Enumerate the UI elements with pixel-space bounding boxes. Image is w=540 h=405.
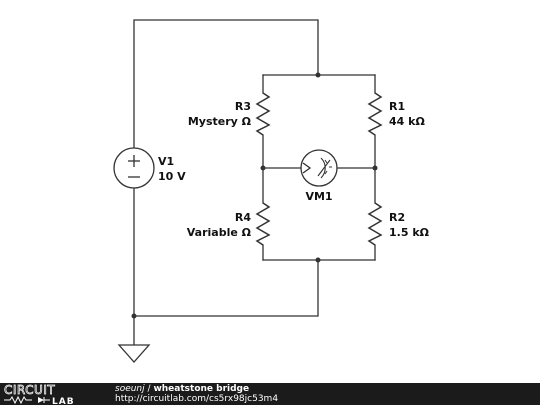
- wire-top-loop: [133, 19, 319, 149]
- circuit-url-link[interactable]: http://circuitlab.com/cs5rx98jc53m4: [115, 394, 279, 404]
- resistor-r2[interactable]: R2 1.5 kΩ: [367, 202, 430, 246]
- resistor-r4[interactable]: R4 Variable Ω: [187, 202, 271, 246]
- ground-icon: [117, 344, 151, 363]
- r2-value: 1.5 kΩ: [389, 226, 430, 239]
- byline-separator: /: [147, 384, 151, 394]
- resistor-r1[interactable]: R1 44 kΩ: [367, 92, 425, 136]
- resistor-icon: [255, 92, 271, 136]
- logo-text-circuit: CIRCUIT: [4, 383, 55, 397]
- voltmeter-icon: [300, 149, 338, 187]
- r2-designator: R2: [389, 211, 405, 224]
- logo-text-lab: LAB: [52, 397, 75, 405]
- r1-value: 44 kΩ: [389, 115, 425, 128]
- v1-value: 10 V: [158, 170, 186, 183]
- author-link[interactable]: soeunj: [115, 384, 145, 394]
- logo-resistor-icon: [4, 395, 32, 405]
- circuit-schematic: V1 10 V R3 Mystery Ω R1 44 kΩ R4 Variabl…: [113, 19, 430, 363]
- vm1-designator: VM1: [305, 190, 332, 203]
- r3-designator: R3: [235, 100, 251, 113]
- junction-dot: [315, 257, 321, 263]
- r4-designator: R4: [235, 211, 251, 224]
- logo-diode-icon: [38, 397, 44, 403]
- resistor-icon: [255, 202, 271, 246]
- voltmeter-tick-icon: [324, 170, 328, 175]
- junction-dot: [260, 165, 266, 171]
- junction-dot: [315, 72, 321, 78]
- voltage-source-icon: [113, 147, 155, 189]
- junction-dot: [372, 165, 378, 171]
- resistor-icon: [367, 92, 383, 136]
- r1-designator: R1: [389, 100, 405, 113]
- voltage-source-v1[interactable]: V1 10 V: [113, 147, 186, 189]
- v1-designator: V1: [158, 155, 174, 168]
- junctions: [131, 72, 378, 319]
- voltmeter-vm1[interactable]: VM1: [300, 149, 338, 203]
- byline: soeunj / wheatstone bridge: [115, 384, 249, 394]
- wire-ground-loop: [133, 187, 319, 317]
- junction-dot: [131, 313, 137, 319]
- resistor-r3[interactable]: R3 Mystery Ω: [188, 92, 271, 136]
- r3-value: Mystery Ω: [188, 115, 252, 128]
- resistor-icon: [367, 202, 383, 246]
- footer-bar: CIRCUIT LAB soeunj / wheatstone bridge h…: [0, 383, 540, 405]
- voltmeter-needle-icon: [317, 159, 331, 177]
- voltmeter-arrow-icon: [302, 162, 312, 174]
- circuit-title: wheatstone bridge: [153, 384, 250, 394]
- r4-value: Variable Ω: [187, 226, 252, 239]
- voltmeter-scale-icon: [320, 157, 326, 179]
- voltmeter-tick-icon: [324, 159, 328, 164]
- circuitlab-logo[interactable]: CIRCUIT LAB: [0, 383, 110, 405]
- ground-symbol[interactable]: [117, 344, 151, 363]
